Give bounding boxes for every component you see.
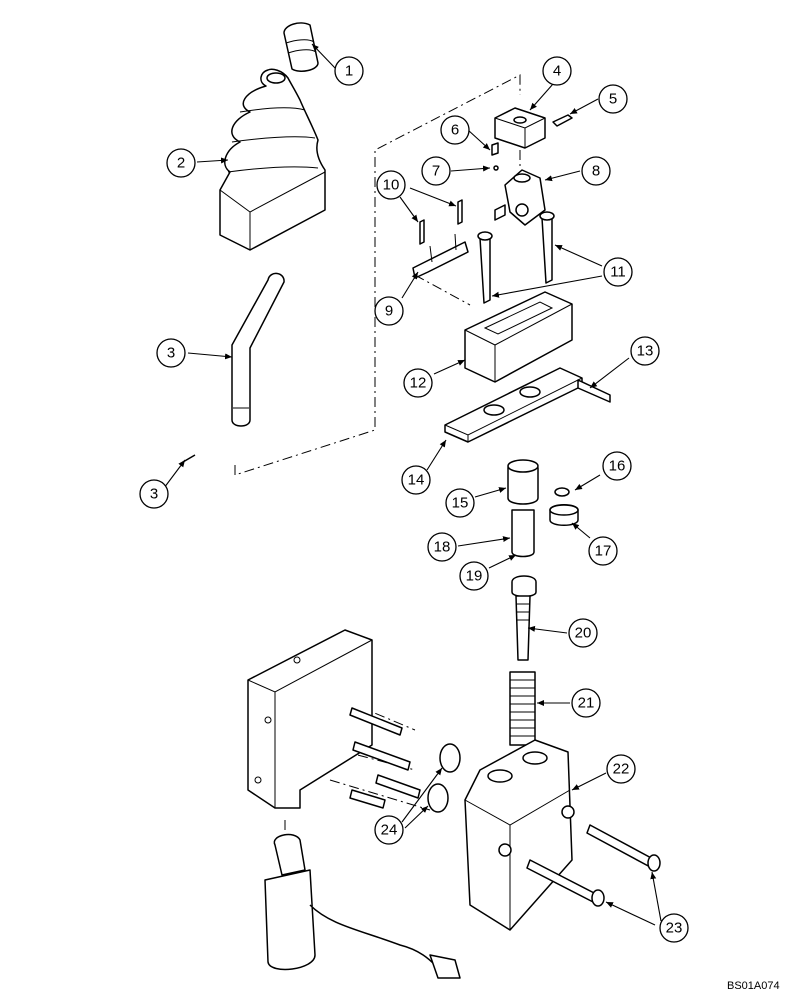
callout-10: 10 (376, 170, 406, 200)
svg-text:21: 21 (578, 695, 595, 712)
callout-20: 20 (568, 618, 598, 648)
svg-text:23: 23 (666, 920, 683, 937)
svg-text:19: 19 (466, 568, 483, 585)
callout-5: 5 (598, 84, 628, 114)
long-bolts-part (526, 824, 661, 907)
svg-text:9: 9 (385, 303, 393, 320)
bolts-part (477, 211, 555, 304)
svg-text:15: 15 (452, 495, 469, 512)
mounting-block-part (464, 291, 573, 383)
callout-12: 12 (403, 368, 433, 398)
svg-text:5: 5 (609, 91, 617, 108)
svg-text:20: 20 (575, 625, 592, 642)
callout-15: 15 (445, 488, 475, 518)
svg-text:22: 22 (613, 761, 630, 778)
svg-text:10: 10 (383, 177, 400, 194)
callout-24: 24 (374, 815, 404, 845)
handle-mechanism (491, 107, 573, 226)
callout-7: 7 (421, 156, 451, 186)
svg-text:17: 17 (595, 543, 612, 560)
callout-9: 9 (374, 296, 404, 326)
solenoid-part (264, 833, 461, 979)
callout-21: 21 (571, 688, 601, 718)
callouts: 1 2 3 3 4 5 6 7 8 9 10 11 12 13 14 15 16… (139, 56, 689, 943)
callout-3-pin: 3 (139, 479, 169, 509)
callout-1: 1 (334, 56, 364, 86)
svg-text:4: 4 (553, 63, 561, 80)
svg-text:6: 6 (451, 122, 459, 139)
o-rings-part (427, 743, 461, 813)
callout-16: 16 (602, 451, 632, 481)
svg-text:8: 8 (592, 163, 600, 180)
svg-text:12: 12 (410, 375, 427, 392)
reference-code: BS01A074 (727, 980, 780, 992)
svg-text:11: 11 (610, 264, 626, 281)
svg-text:13: 13 (637, 343, 654, 360)
callout-23: 23 (659, 913, 689, 943)
manifold-block (247, 629, 373, 809)
leader-lines (163, 43, 662, 926)
svg-text:3: 3 (167, 345, 175, 362)
svg-text:2: 2 (177, 155, 185, 172)
callout-17: 17 (588, 536, 618, 566)
rubber-boot-part (219, 68, 326, 251)
valve-body-part (464, 739, 575, 931)
svg-text:16: 16 (609, 458, 626, 475)
callout-8: 8 (581, 156, 611, 186)
callout-3-lever: 3 (156, 338, 186, 368)
callout-6: 6 (440, 115, 470, 145)
manifold-screws (349, 707, 421, 809)
svg-text:3: 3 (150, 486, 158, 503)
callout-11: 11 (603, 257, 633, 287)
svg-text:14: 14 (408, 472, 425, 489)
svg-text:7: 7 (432, 163, 440, 180)
callout-2: 2 (166, 148, 196, 178)
callout-22: 22 (606, 754, 636, 784)
callout-4: 4 (542, 56, 572, 86)
lever-part (182, 272, 285, 463)
bracket-part (412, 199, 469, 279)
knob-part (283, 22, 319, 72)
callout-18: 18 (427, 532, 457, 562)
svg-text:18: 18 (434, 539, 451, 556)
svg-text:1: 1 (345, 63, 353, 80)
callout-19: 19 (459, 561, 489, 591)
valve-internals (507, 459, 579, 746)
plate-part (444, 367, 611, 443)
callout-13: 13 (630, 336, 660, 366)
svg-text:24: 24 (381, 822, 398, 839)
callout-14: 14 (401, 465, 431, 495)
